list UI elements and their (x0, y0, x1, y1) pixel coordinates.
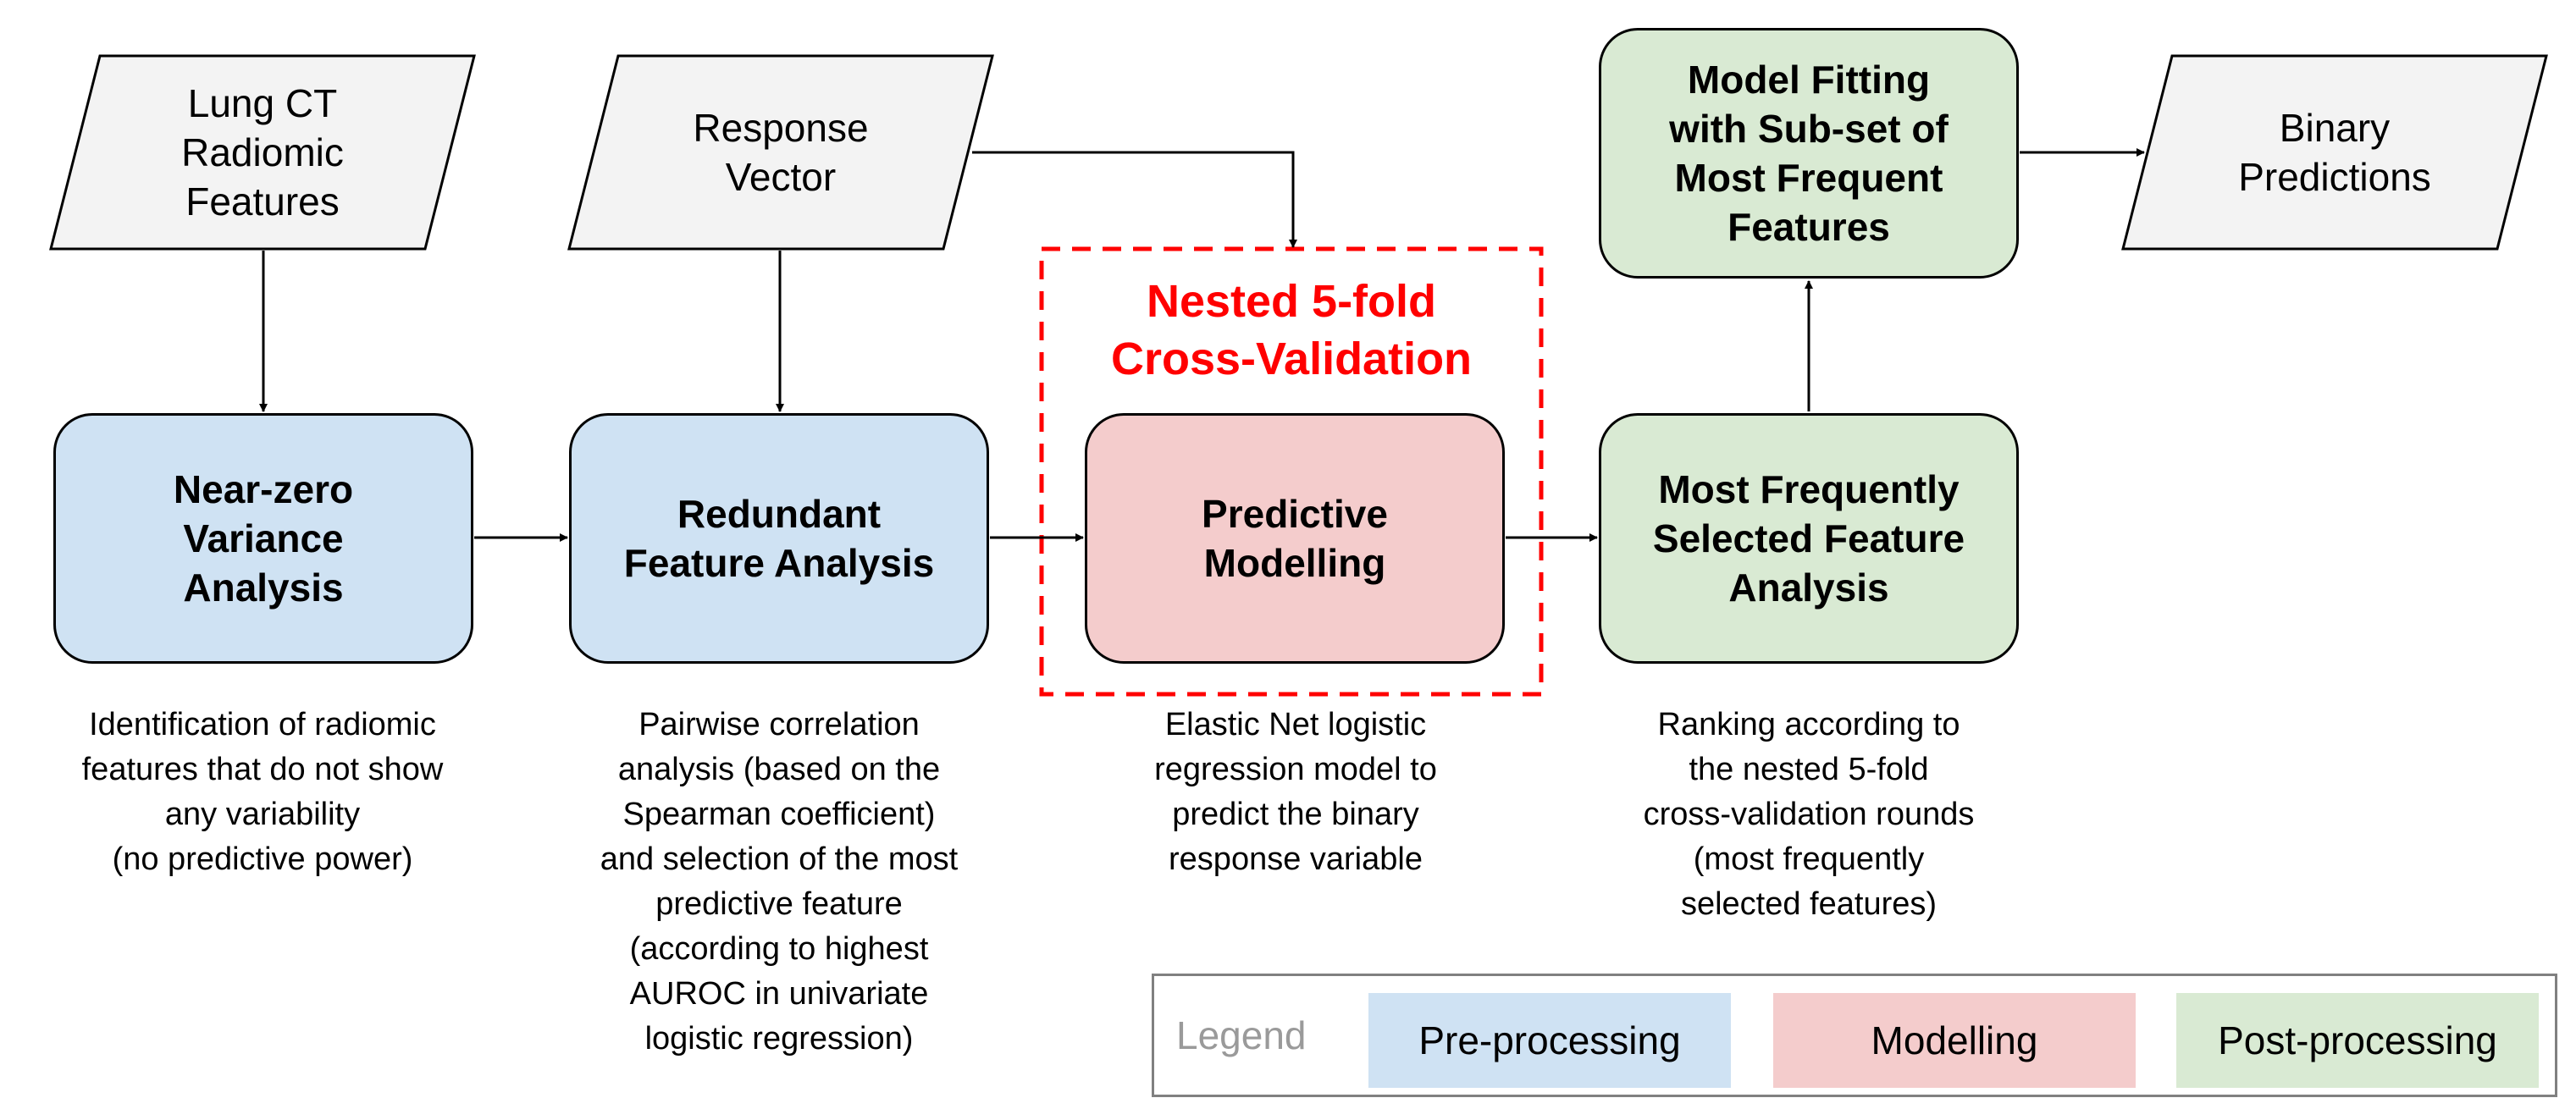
near-zero-variance-box: Near-zero Variance Analysis (53, 413, 473, 664)
input-lungct-label: Lung CT Radiomic Features (181, 81, 344, 223)
input-lungct-shape (49, 54, 476, 251)
redundant-feature-box: Redundant Feature Analysis (569, 413, 989, 664)
legend-title: Legend (1176, 1013, 1307, 1057)
output-predictions-label: Binary Predictions (2238, 106, 2431, 199)
predictive-description: Elastic Net logistic regression model to… (1154, 707, 1437, 877)
most-frequent-feature-box: Most Frequently Selected Feature Analysi… (1599, 413, 2019, 664)
input-response-shape (567, 54, 994, 251)
legend-modelling: Modelling (1773, 993, 2136, 1088)
model-fitting-box: Model Fitting with Sub-set of Most Frequ… (1599, 28, 2019, 279)
most-frequent-description: Ranking according to the nested 5-fold c… (1643, 707, 1975, 922)
output-predictions-shape (2121, 54, 2548, 251)
redundant-description: Pairwise correlation analysis (based on … (600, 707, 959, 1057)
input-response-label: Response Vector (693, 106, 869, 199)
cross-validation-frame (1039, 246, 1544, 697)
predictive-modelling-box: Predictive Modelling (1085, 413, 1505, 664)
near-zero-description: Identification of radiomic features that… (81, 707, 444, 877)
legend: Legend Pre-processing Modelling Post-pro… (1152, 974, 2557, 1097)
legend-pre-processing: Pre-processing (1368, 993, 1731, 1088)
legend-post-processing: Post-processing (2176, 993, 2539, 1088)
cross-validation-label: Nested 5-fold Cross-Validation (1110, 276, 1473, 384)
arrow-response-to-predictive (972, 151, 1297, 248)
